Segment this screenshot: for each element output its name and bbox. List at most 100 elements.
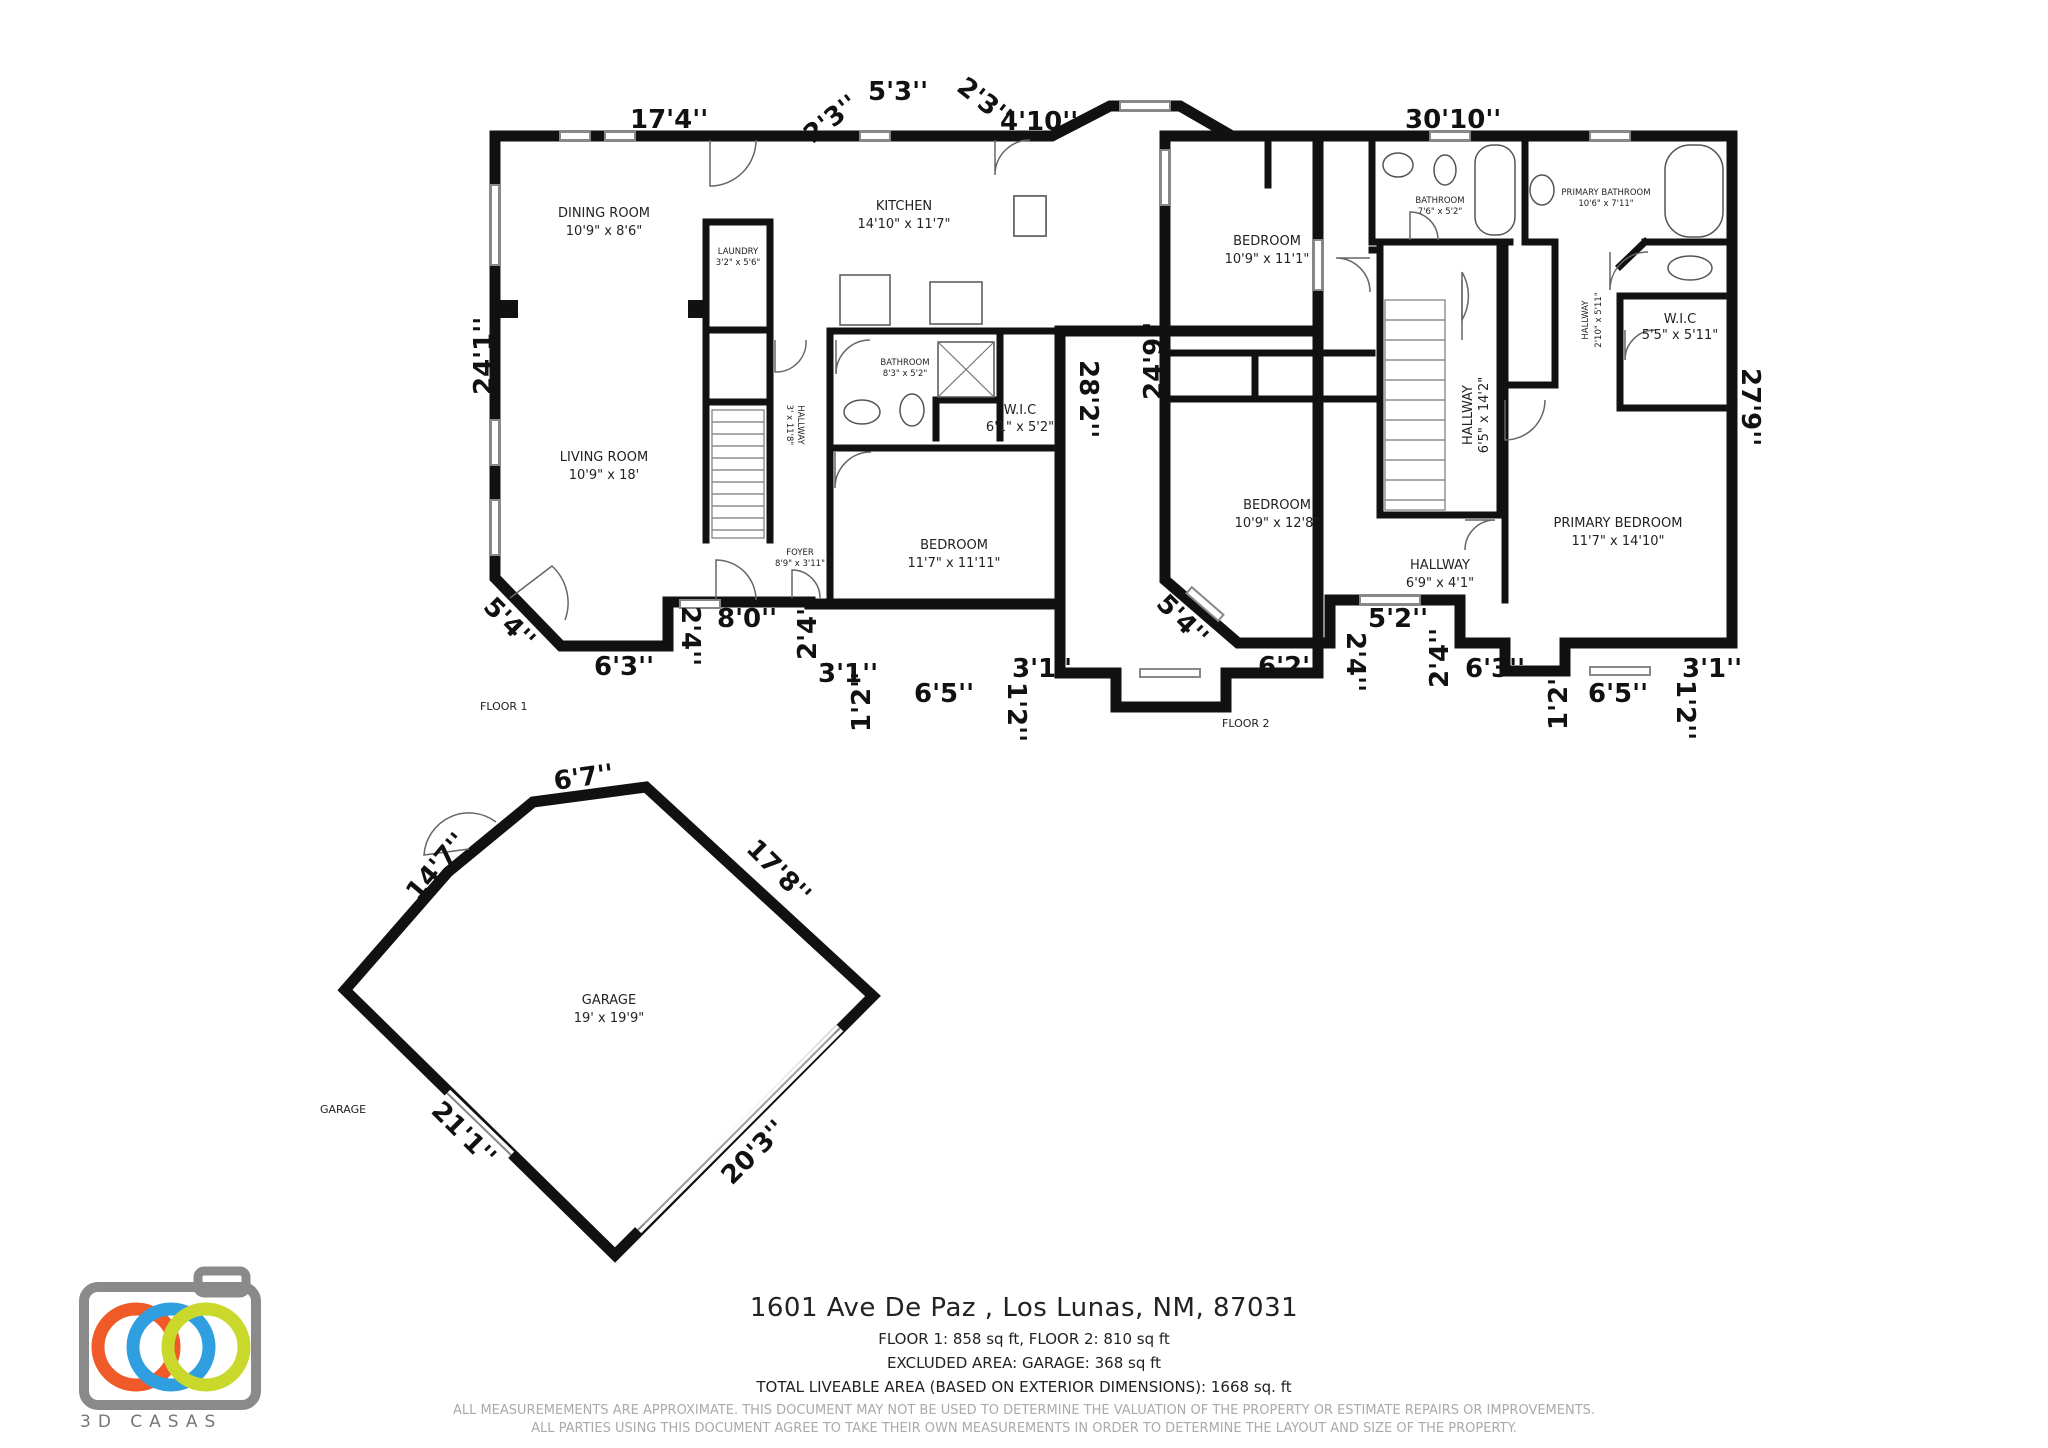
garage-room-size: 19' x 19'9"	[574, 1011, 644, 1026]
garage-dim: 20'3''	[716, 1114, 792, 1190]
floor2-bedroom1-name: BEDROOM	[1233, 234, 1301, 249]
floor2-primary-bed-name: PRIMARY BEDROOM	[1554, 516, 1683, 531]
floor1-foyer-size: 8'9" x 3'11"	[775, 559, 825, 569]
floor1-bathroom-name: BATHROOM	[880, 358, 929, 368]
floor1-dim: 28'2''	[1073, 360, 1103, 438]
floor2-dim: 1'2''	[1670, 680, 1700, 740]
garage-plan: GARAGE 19' x 19'9" 6'7'' 14'7'' 17'8'' 2…	[320, 759, 881, 1263]
floor1-exterior-wall	[819, 100, 1324, 713]
floor2-door	[1624, 329, 1656, 361]
floor2-door	[1335, 257, 1371, 293]
floor1-laundry-name: LAUNDRY	[718, 247, 759, 257]
floor2-wall	[1615, 237, 1650, 271]
floor1-dim: 6'3''	[594, 652, 654, 682]
floor1-dim: 1'2''	[847, 672, 877, 732]
floor2-bedroom2-name: BEDROOM	[1243, 498, 1311, 513]
floor1-dim: 2'4''	[675, 606, 705, 666]
floor1-hallway-name: HALLWAY	[795, 405, 805, 445]
floor2-primary-tub	[1664, 144, 1724, 238]
floor1-column	[688, 300, 704, 318]
floor2-primary-toilet	[1667, 255, 1713, 281]
total-area: TOTAL LIVEABLE AREA (BASED ON EXTERIOR D…	[756, 1378, 1292, 1396]
floor1-refrigerator	[839, 274, 891, 326]
floor2-primary-bath-size: 10'6" x 7'11"	[1578, 199, 1633, 209]
floor1-stairs	[711, 409, 765, 539]
floor1-fireplace	[500, 300, 518, 318]
floor1-label: FLOOR 1	[480, 700, 528, 713]
floor1-bathroom-size: 8'3" x 5'2"	[883, 369, 928, 379]
floor2-bathtub	[1474, 144, 1516, 236]
floor2-dim: 24'9''	[1139, 322, 1169, 400]
floor2-wic-name: W.I.C	[1664, 312, 1697, 327]
floor2-bathroom-size: 7'6" x 5'2"	[1418, 207, 1463, 217]
floor1-window	[679, 599, 721, 609]
floor1-foyer-name: FOYER	[786, 548, 814, 558]
garage-dim: 17'8''	[740, 834, 816, 910]
camera-frame-icon	[79, 1282, 261, 1410]
floor1-dim: 5'4''	[477, 592, 541, 656]
floor1-dim: 6'5''	[914, 679, 974, 709]
floor2-dim: 1'2''	[1544, 670, 1574, 730]
garage-exterior-wall	[337, 781, 881, 1263]
floor1-kitchen-size: 14'10" x 11'7"	[858, 217, 951, 232]
floor1-window	[490, 419, 500, 466]
floor1-living-name: LIVING ROOM	[560, 450, 648, 465]
property-address: 1601 Ave De Paz , Los Lunas, NM, 87031	[749, 1293, 1299, 1323]
floor1-counter	[1013, 195, 1047, 237]
floor2-toilet	[1433, 154, 1457, 186]
floor1-door	[774, 339, 807, 373]
floor1-door	[835, 339, 871, 375]
floor2-hallway-c-name: HALLWAY	[1410, 558, 1470, 573]
floor2-dim: 30'10''	[1405, 105, 1501, 135]
floor1-kitchen-name: KITCHEN	[876, 199, 932, 214]
floor2-hallway-c-size: 6'9" x 4'1"	[1406, 576, 1474, 591]
floor1-window	[490, 184, 500, 266]
floor2-window	[1589, 666, 1651, 676]
floor1-door	[709, 139, 757, 187]
floor2-window	[1429, 131, 1471, 141]
floor1-bath-sink	[843, 399, 881, 425]
floor1-dining-size: 10'9" x 8'6"	[566, 224, 642, 239]
floor1-entry-door	[509, 565, 569, 621]
floor-areas: FLOOR 1: 858 sq ft, FLOOR 2: 810 sq ft	[878, 1330, 1170, 1348]
floor2-dim: 6'5''	[1588, 679, 1648, 709]
floor2-bedroom1-size: 10'9" x 11'1"	[1225, 252, 1310, 267]
floor1-window	[1119, 101, 1171, 111]
floor2-door	[1461, 271, 1470, 323]
floor2-door	[1504, 399, 1546, 441]
floor2-window	[1589, 131, 1631, 141]
floor1-toilet	[899, 393, 925, 427]
garage-opening-line	[446, 1092, 512, 1156]
floor2-dim: 2'4''	[1425, 628, 1455, 688]
floor1-dim: 3'1''	[818, 659, 878, 689]
floor2-primary-sink	[1529, 174, 1555, 206]
floor1-dim: 2'4''	[793, 600, 823, 660]
floor2-primary-bed-size: 11'7" x 14'10"	[1572, 534, 1665, 549]
floor1-dim: 8'0''	[717, 604, 777, 634]
floor1-living-size: 10'9" x 18'	[569, 468, 639, 483]
floor1-window	[1313, 239, 1323, 291]
floor2-wic-size: 5'5" x 5'11"	[1642, 328, 1718, 343]
floor1-door	[791, 569, 821, 599]
garage-room-name: GARAGE	[582, 993, 636, 1008]
floor2-hallway-a-size: 2'10" x 5'11"	[1594, 292, 1604, 347]
floor1-bedroom-size: 11'7" x 11'11"	[908, 556, 1001, 571]
floor2-hallway-a-name: HALLWAY	[1581, 300, 1591, 340]
floor2-plan: BEDROOM 10'9" x 11'1" BATHROOM 7'6" x 5'…	[1139, 105, 1765, 740]
floor2-bedroom2-size: 10'9" x 12'8"	[1235, 516, 1320, 531]
floor1-door	[715, 559, 757, 601]
disclaimer-line-2: ALL PARTIES USING THIS DOCUMENT AGREE TO…	[531, 1421, 1517, 1436]
floor2-bath-sink	[1382, 152, 1414, 178]
floor2-door	[1409, 211, 1439, 241]
floor2-window	[1185, 585, 1225, 623]
floor1-stove	[929, 281, 983, 325]
floor1-wic-size: 6'1" x 5'2"	[986, 420, 1054, 435]
floor1-hallway-size: 3' x 11'8"	[784, 405, 794, 446]
floor1-dining-name: DINING ROOM	[558, 206, 650, 221]
garage-label: GARAGE	[320, 1103, 366, 1116]
floor1-plan: DINING ROOM 10'9" x 8'6" KITCHEN 14'10" …	[469, 72, 1324, 742]
floor2-window	[1359, 595, 1421, 605]
floor1-window	[490, 499, 500, 556]
floor2-window	[1160, 149, 1170, 206]
